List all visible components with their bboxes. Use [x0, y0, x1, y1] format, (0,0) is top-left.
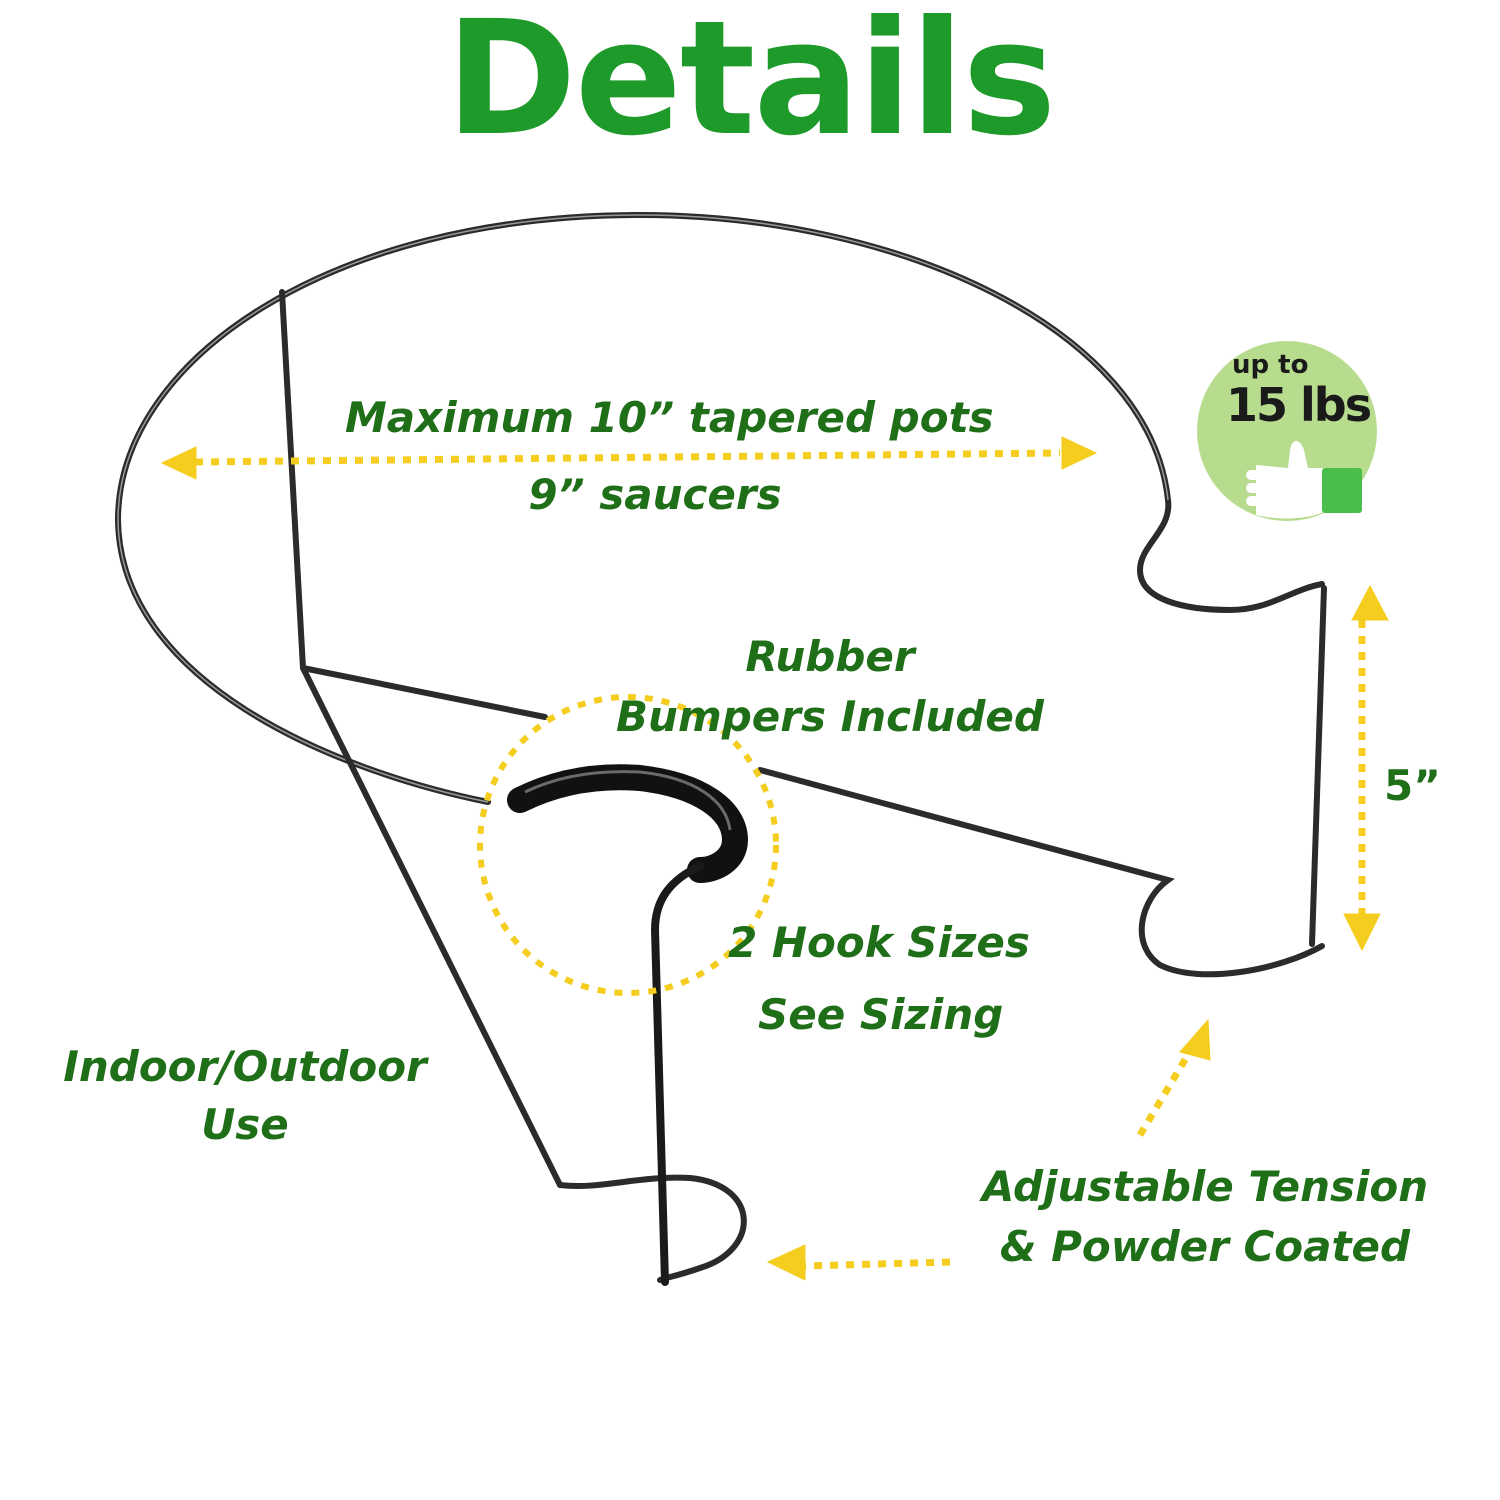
hanger-bottom-clip [557, 1174, 747, 1283]
height-arrow [1343, 584, 1389, 952]
width-arrow [160, 436, 1098, 480]
tension-arrow-left [766, 1244, 951, 1281]
hanger-lower-arm [757, 767, 1325, 978]
badge-line-1: up to [1232, 350, 1309, 380]
label-hook-sizes: 2 Hook Sizes [728, 918, 1030, 967]
label-indoor-line-2: Use [201, 1100, 289, 1149]
hook-stem [650, 862, 704, 1286]
badge-line-2: 15 lbs [1226, 378, 1372, 432]
hanger-vertical-rod [279, 289, 306, 671]
label-tension-line-1: Adjustable Tension [981, 1162, 1429, 1211]
label-see-sizing: See Sizing [758, 990, 1004, 1039]
label-rubber-line-2: Bumpers Included [616, 692, 1044, 741]
thumbs-up-icon [1246, 441, 1362, 519]
page-title: Details [445, 0, 1057, 171]
hanger-right-rod [1309, 585, 1327, 947]
hanger-support-arm [300, 665, 548, 720]
label-max-pots: Maximum 10” tapered pots [345, 393, 994, 442]
bumper-highlight-circle [477, 694, 779, 996]
label-indoor-line-1: Indoor/Outdoor [63, 1042, 427, 1091]
label-rubber-line-1: Rubber [745, 632, 915, 681]
label-saucers: 9” saucers [528, 470, 782, 519]
weight-capacity-badge: up to 15 lbs [1196, 340, 1378, 522]
label-height: 5” [1384, 761, 1441, 810]
rubber-bumper [507, 764, 749, 883]
hanger-diagonal-brace [300, 665, 563, 1188]
label-tension-line-2: & Powder Coated [999, 1222, 1411, 1271]
tension-arrow-up [1136, 1018, 1211, 1137]
